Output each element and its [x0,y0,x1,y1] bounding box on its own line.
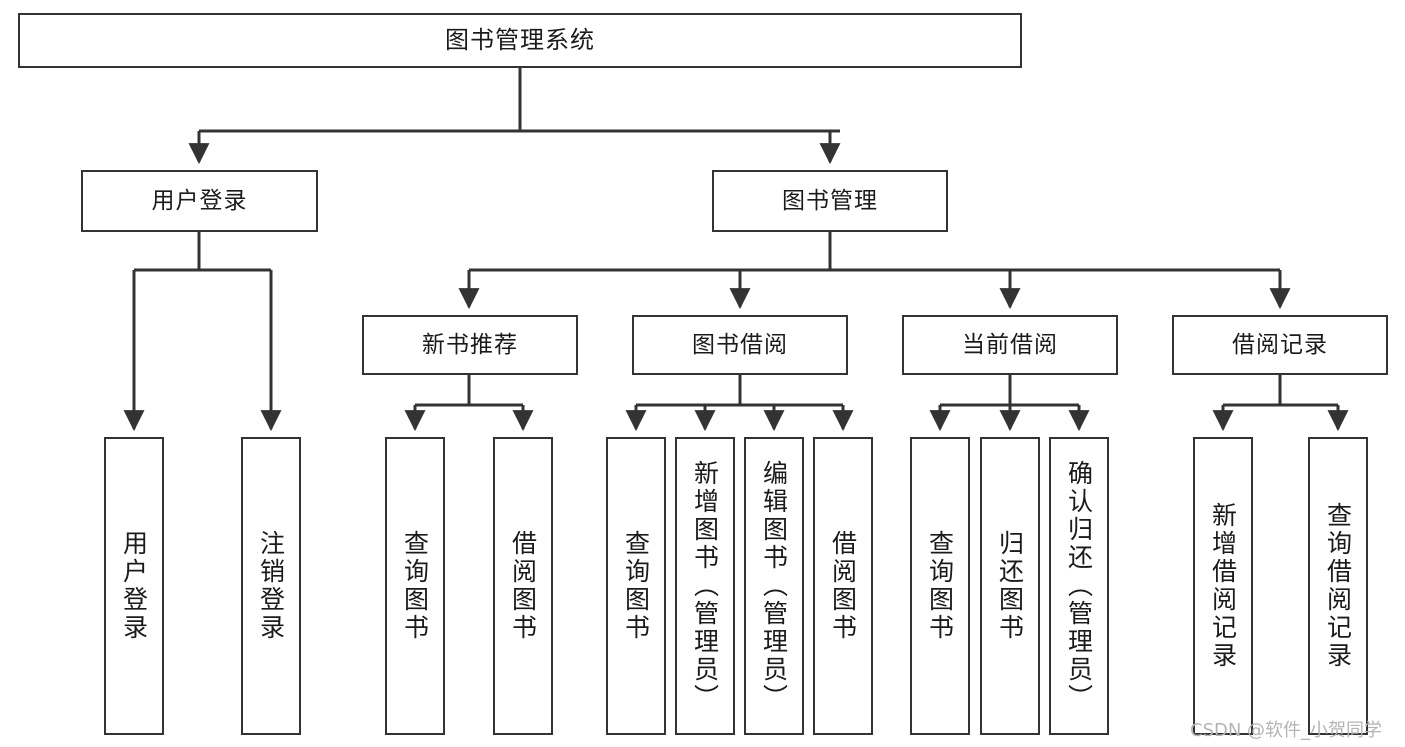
node-label: 确认归还（管理员） [1064,460,1094,712]
node-leaf-query-book-borrow[interactable]: 查询图书 [606,437,666,735]
node-label: 借阅图书 [508,530,538,642]
node-leaf-confirm-return[interactable]: 确认归还（管理员） [1049,437,1109,735]
node-label: 归还图书 [995,530,1025,642]
node-label: 查询图书 [925,530,955,642]
node-book-manage[interactable]: 图书管理 [712,170,948,232]
node-leaf-user-logout[interactable]: 注销登录 [241,437,301,735]
node-leaf-edit-book[interactable]: 编辑图书（管理员） [744,437,804,735]
node-label: 用户登录 [119,530,149,642]
node-leaf-query-book-current[interactable]: 查询图书 [910,437,970,735]
node-label: 当前借阅 [962,331,1058,358]
csdn-watermark: CSDN @软件_小贺同学 [1190,720,1383,741]
node-root-book-management-system[interactable]: 图书管理系统 [18,13,1022,68]
node-leaf-add-borrow-record[interactable]: 新增借阅记录 [1193,437,1253,735]
node-label: 图书管理系统 [445,25,595,54]
node-leaf-borrow-book[interactable]: 借阅图书 [813,437,873,735]
node-label: 借阅记录 [1232,331,1328,358]
node-new-book-recommend[interactable]: 新书推荐 [362,315,578,375]
node-label: 查询图书 [621,530,651,642]
node-book-borrow[interactable]: 图书借阅 [632,315,848,375]
node-label: 查询借阅记录 [1323,502,1353,670]
node-label: 用户登录 [151,187,248,214]
node-leaf-query-borrow-record[interactable]: 查询借阅记录 [1308,437,1368,735]
node-label: 新书推荐 [422,331,518,358]
node-user-login[interactable]: 用户登录 [81,170,318,232]
node-leaf-return-book[interactable]: 归还图书 [980,437,1040,735]
node-label: 图书管理 [782,187,878,214]
node-leaf-query-book-recommend[interactable]: 查询图书 [385,437,445,735]
node-borrow-record[interactable]: 借阅记录 [1172,315,1388,375]
node-leaf-add-book[interactable]: 新增图书（管理员） [675,437,735,735]
node-leaf-borrow-book-recommend[interactable]: 借阅图书 [493,437,553,735]
node-label: 新增借阅记录 [1208,502,1238,670]
node-label: 借阅图书 [828,530,858,642]
node-label: 新增图书（管理员） [690,460,720,712]
node-label: 查询图书 [400,530,430,642]
node-label: 编辑图书（管理员） [759,460,789,712]
node-current-borrow[interactable]: 当前借阅 [902,315,1118,375]
node-leaf-user-login[interactable]: 用户登录 [104,437,164,735]
node-label: 图书借阅 [692,331,788,358]
node-label: 注销登录 [256,530,286,642]
